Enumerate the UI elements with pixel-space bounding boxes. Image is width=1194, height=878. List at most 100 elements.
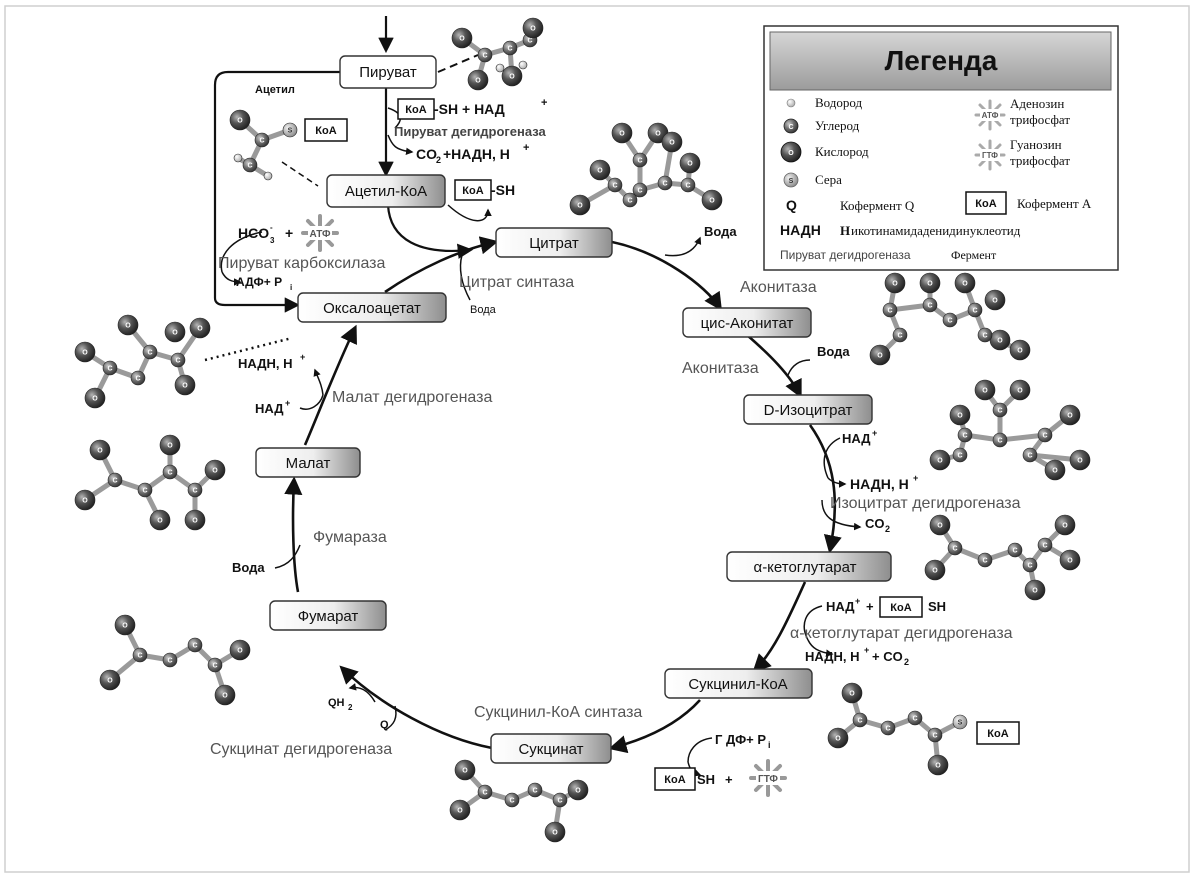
co2-label: + CO xyxy=(872,649,903,664)
atom xyxy=(207,657,223,673)
atom xyxy=(504,792,520,808)
nad-label: НАД xyxy=(255,401,284,416)
koa-box xyxy=(454,179,492,201)
atom xyxy=(1022,557,1038,573)
atom xyxy=(661,131,683,153)
q-label: Q xyxy=(380,719,389,731)
metabolite-succinyl-coa: Сукцинил-КоА xyxy=(664,668,813,699)
sh-label: SH xyxy=(928,599,946,614)
atom xyxy=(162,652,178,668)
svg-text:2: 2 xyxy=(885,524,890,534)
atom-label: O xyxy=(172,330,178,337)
legend-enzyme-example: Пируват дегидрогеназа xyxy=(780,248,911,262)
atom-label: O xyxy=(82,350,88,357)
atom-label: O xyxy=(992,298,998,305)
nad-sup: + xyxy=(285,398,290,408)
atom xyxy=(502,40,518,56)
nad-sup: + xyxy=(872,428,877,438)
water-label: Вода xyxy=(817,344,850,359)
atom-label: C xyxy=(142,488,147,495)
koa-label: КоА xyxy=(405,104,426,116)
atom xyxy=(74,341,96,363)
nad-plus-sup: + xyxy=(541,97,547,109)
svg-text:O: O xyxy=(788,150,794,157)
metabolite-label: Сукцинат xyxy=(518,741,583,758)
nad-label: НАД xyxy=(842,431,871,446)
atom-label: O xyxy=(849,691,855,698)
bond xyxy=(999,432,1046,443)
enzyme-pdh: Пируват дегидрогеназа xyxy=(394,124,547,139)
atom-label: C xyxy=(662,181,667,188)
atom xyxy=(1054,514,1076,536)
atom-label: C xyxy=(557,798,562,805)
atp-icon: АТФ xyxy=(301,214,339,252)
metabolite-ketoglutarate: α-кетоглутарат xyxy=(726,551,892,582)
legend-header xyxy=(769,31,1112,91)
enzyme-mdh: Малат дегидрогеназа xyxy=(332,389,492,406)
atom xyxy=(882,302,898,318)
atom xyxy=(1069,449,1091,471)
atom xyxy=(164,321,186,343)
atp-icon: АТФ xyxy=(974,99,1006,131)
svg-text:АТФ: АТФ xyxy=(982,111,999,120)
metabolite-label: Сукцинил-КоА xyxy=(688,676,787,693)
carbon-icon: C xyxy=(783,118,799,134)
sh-label: -SH xyxy=(491,182,515,198)
atom-label: O xyxy=(237,648,243,655)
atom-label: C xyxy=(112,478,117,485)
atom-label: O xyxy=(552,830,558,837)
atom xyxy=(254,132,270,148)
atom xyxy=(1007,542,1023,558)
atom xyxy=(1059,549,1081,571)
atom-label: O xyxy=(122,623,128,630)
legend-gtp-label-2: трифосфат xyxy=(1010,153,1070,168)
atom xyxy=(952,714,968,730)
metabolite-acetyl-coa: Ацетил-КоА xyxy=(326,174,446,208)
legend-q-symbol: Q xyxy=(786,197,797,213)
atom xyxy=(501,65,523,87)
atom-label: O xyxy=(619,131,625,138)
metabolite-label: Фумарат xyxy=(298,608,359,625)
atom-label: O xyxy=(1067,558,1073,565)
atom xyxy=(929,514,951,536)
atom-label: C xyxy=(887,308,892,315)
atom-label: O xyxy=(982,388,988,395)
atom-label: C xyxy=(982,558,987,565)
svg-text:АТФ: АТФ xyxy=(310,229,331,240)
atom-label: C xyxy=(897,333,902,340)
atom-label: C xyxy=(482,53,487,60)
koa-label: КоА xyxy=(664,774,685,786)
h-plus-sup: + xyxy=(523,142,529,154)
atom-label: C xyxy=(135,376,140,383)
atom xyxy=(947,540,963,556)
atom-label: O xyxy=(509,74,515,81)
atom-label: O xyxy=(935,763,941,770)
legend-atp-label-2: трифосфат xyxy=(1010,112,1070,127)
atom-label: O xyxy=(892,281,898,288)
atom xyxy=(924,559,946,581)
atom-label: O xyxy=(475,78,481,85)
atom-label: O xyxy=(835,736,841,743)
co2-label: CO xyxy=(865,516,885,531)
atom xyxy=(170,352,186,368)
svg-text:2: 2 xyxy=(436,155,441,165)
atom-label: C xyxy=(962,433,967,440)
atom-label: C xyxy=(147,350,152,357)
atom-label: C xyxy=(952,546,957,553)
atom-label: C xyxy=(637,188,642,195)
atom xyxy=(869,344,891,366)
legend-nadh-symbol: НАДН xyxy=(780,222,821,238)
metabolite-oxaloacetate: Оксалоацетат xyxy=(297,292,447,323)
nadh-h-label: НАДН, Н xyxy=(850,476,909,492)
koa-box xyxy=(976,721,1020,745)
plus-label: + xyxy=(866,599,874,614)
atom xyxy=(680,177,696,193)
atom xyxy=(841,682,863,704)
atom xyxy=(942,312,958,328)
atom xyxy=(919,272,941,294)
atom xyxy=(589,159,611,181)
atom xyxy=(892,327,908,343)
